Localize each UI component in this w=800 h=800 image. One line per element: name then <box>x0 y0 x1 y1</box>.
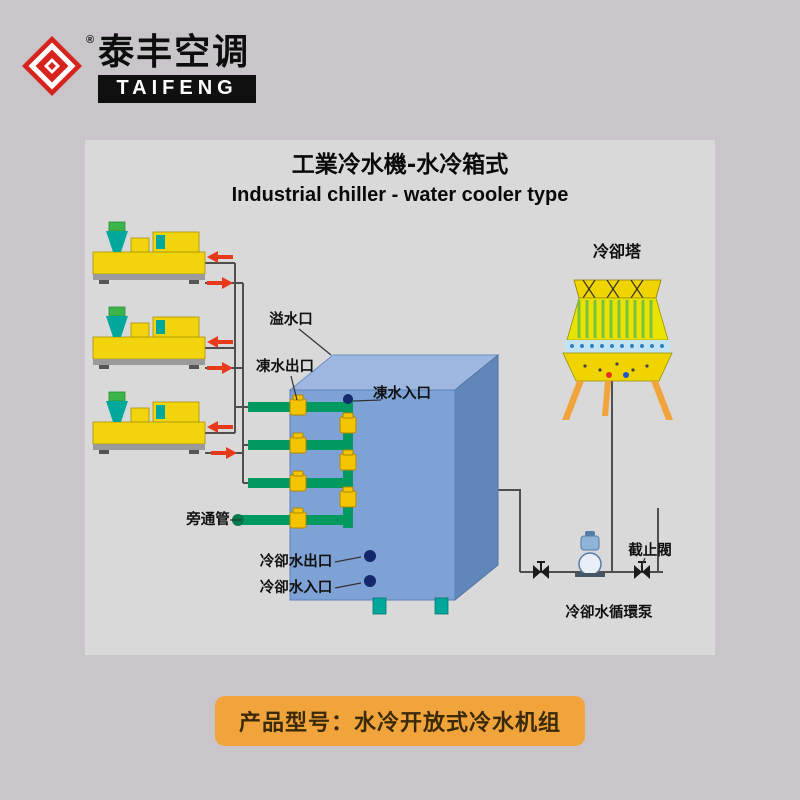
chilled-water-pipes <box>232 394 376 587</box>
diagram-title-en: Industrial chiller - water cooler type <box>232 184 569 206</box>
label-cooling-water-circulation-pump: 冷卻水循環泵 <box>566 603 653 621</box>
cooling-water-outlet-port <box>364 550 376 562</box>
diagram-panel: 工業冷水機-水冷箱式 Industrial chiller - water co… <box>85 140 715 655</box>
flow-arrow-left-2 <box>207 336 233 348</box>
flow-arrow-right-3 <box>211 447 237 459</box>
brand-name-en-bar: TAIFENG <box>98 74 257 103</box>
chilled-water-inlet-port <box>343 394 353 404</box>
label-bypass-pipe: 旁通管 <box>185 510 230 528</box>
label-stop-valve: 截止閥 <box>628 541 672 559</box>
chiller-system-diagram: 工業冷水機-水冷箱式 Industrial chiller - water co… <box>92 151 673 621</box>
chiller-box <box>288 353 500 615</box>
chiller-foot <box>372 597 387 615</box>
label-chilled-water-inlet: 凍水入口 <box>373 384 431 402</box>
valve-icon <box>532 561 550 580</box>
taifeng-diamond-icon <box>22 36 82 96</box>
flow-arrow-left-3 <box>207 421 233 433</box>
cooling-tower <box>562 279 673 420</box>
injection-machine-3 <box>92 391 206 455</box>
label-overflow-port: 溢水口 <box>269 310 313 328</box>
registered-mark: ® <box>86 34 95 46</box>
flow-arrow-right-1 <box>207 277 233 289</box>
taifeng-logo: ® 泰丰空调 TAIFENG <box>20 32 257 103</box>
brand-name-cn: 泰丰空调 <box>98 32 251 73</box>
chiller-foot <box>434 597 449 615</box>
flow-arrow-left-1 <box>207 251 233 263</box>
circulation-pump <box>575 531 605 577</box>
label-cooling-tower: 冷卻塔 <box>593 242 642 261</box>
diagram-labels: 溢水口 凍水出口 凍水入口 旁通管 冷卻水出口 冷卻水入口 冷卻塔 截止閥 冷卻… <box>185 242 672 621</box>
label-cooling-water-inlet: 冷卻水入口 <box>260 578 333 596</box>
injection-machine-2 <box>92 306 206 370</box>
product-model-banner: 产品型号：水冷开放式冷水机组 <box>214 696 586 746</box>
brand-name-en: TAIFENG <box>116 76 238 99</box>
cooling-water-inlet-port <box>364 575 376 587</box>
flow-arrow-right-2 <box>207 362 233 374</box>
injection-machine-1 <box>92 221 206 285</box>
label-chilled-water-outlet: 凍水出口 <box>256 357 314 375</box>
product-model-text: 产品型号：水冷开放式冷水机组 <box>238 711 562 736</box>
diagram-title-cn: 工業冷水機-水冷箱式 <box>292 151 509 178</box>
label-cooling-water-outlet: 冷卻水出口 <box>260 552 333 570</box>
brand-text-block: 泰丰空调 TAIFENG <box>98 32 257 103</box>
